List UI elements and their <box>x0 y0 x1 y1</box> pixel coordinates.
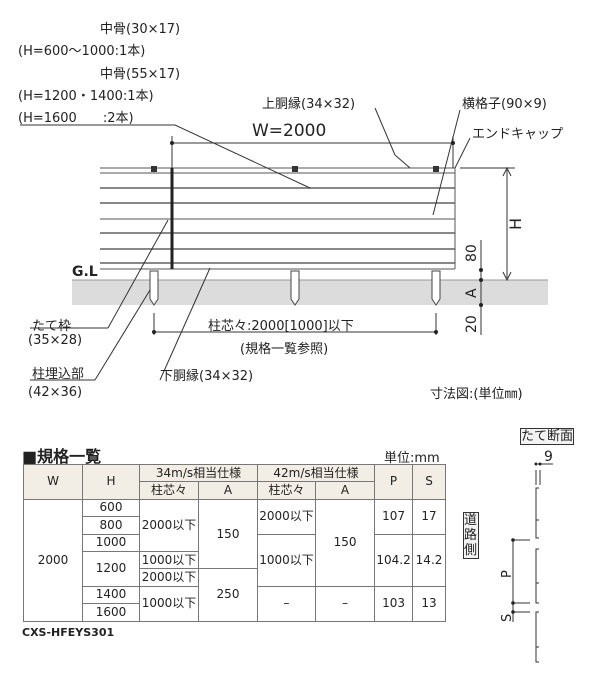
section-p: P <box>500 570 515 578</box>
th-a-34: A <box>197 481 259 500</box>
section-s: S <box>500 614 515 622</box>
cell: 2000以下 <box>139 498 199 552</box>
label-pitch: 柱芯々:2000[1000]以下 <box>208 319 354 334</box>
cell: – <box>257 585 317 622</box>
cell: 150 <box>315 498 376 587</box>
th-h: H <box>82 464 140 500</box>
model-number: CXS-HFEYS301 <box>22 626 115 639</box>
th-p: P <box>374 464 414 500</box>
posts <box>151 166 439 172</box>
dim-a: A <box>464 288 480 298</box>
label-naka1-h: (H=600〜1000:1本) <box>18 44 146 59</box>
th-a-42: A <box>315 481 376 500</box>
section-9: 9 <box>544 449 553 465</box>
section-dots <box>511 462 542 614</box>
th-w: W <box>23 464 83 500</box>
cell: 250 <box>197 568 259 622</box>
cell: 600 <box>82 498 140 518</box>
cell: 107 <box>374 498 414 535</box>
label-naka2: 中骨(55×17) <box>100 67 181 82</box>
cell: 1400 <box>82 585 140 605</box>
cell: 2000以下 <box>139 568 199 587</box>
spec-title: ■規格一覧 <box>22 447 102 466</box>
th-34: 34m/s相当仕様 <box>138 463 259 483</box>
cell: 800 <box>82 516 140 535</box>
label-post-embed: 柱埋込部 <box>32 367 85 382</box>
cell: 17 <box>412 498 447 535</box>
th-s: S <box>412 464 447 500</box>
cell: 2000以下 <box>257 498 317 535</box>
section-drawing <box>512 463 553 663</box>
dim-20: 20 <box>464 315 480 333</box>
dimension-note: 寸法図:(単位㎜) <box>430 387 523 402</box>
dimension-lines <box>20 107 515 381</box>
cell: 150 <box>197 498 259 570</box>
cell: 14.2 <box>412 533 447 587</box>
post-embeds <box>149 270 441 306</box>
cell: 104.2 <box>374 533 414 587</box>
label-naka1: 中骨(30×17) <box>100 22 181 37</box>
road-side-label: 道路側 <box>463 512 479 559</box>
cell: 13 <box>412 585 447 622</box>
th-pitch-42: 柱芯々 <box>257 481 317 500</box>
label-bottom-rail: 下胴縁(34×32) <box>160 369 254 384</box>
height-label: H <box>506 218 525 230</box>
cell: 1000 <box>82 533 140 552</box>
cell: – <box>315 585 376 622</box>
cell: 1000以下 <box>139 550 199 570</box>
dim-80: 80 <box>464 244 480 262</box>
section-title: たて断面 <box>520 428 575 445</box>
th-pitch-34: 柱芯々 <box>139 481 199 500</box>
label-endcap: エンドキャップ <box>472 127 564 142</box>
th-42: 42m/s相当仕様 <box>257 463 376 483</box>
spec-unit: 単位:mm <box>384 451 440 466</box>
label-post-size: (42×36) <box>28 385 83 400</box>
cell: 1600 <box>82 603 140 622</box>
cell: 1000以下 <box>257 533 317 587</box>
cell: 103 <box>374 585 414 622</box>
label-naka2-h2: (H=1600 :2本) <box>18 111 134 126</box>
label-top-rail: 上胴縁(34×32) <box>262 97 356 112</box>
table-row: 1600 <box>24 603 446 622</box>
label-naka2-h1: (H=1200・1400:1本) <box>18 89 154 104</box>
gl-label: G.L <box>72 264 98 280</box>
rails <box>100 167 456 270</box>
cell: 1200 <box>82 550 140 587</box>
width-label: W=2000 <box>252 121 326 141</box>
cell: 1000以下 <box>139 585 199 622</box>
label-pitch-ref: (規格一覧参照) <box>240 342 329 357</box>
dimension-dots <box>152 141 483 334</box>
label-lattice: 横格子(90×9) <box>462 97 547 112</box>
cell: 2000 <box>23 498 83 622</box>
label-frame: たて枠 <box>32 319 72 334</box>
label-frame-size: (35×28) <box>28 333 83 348</box>
